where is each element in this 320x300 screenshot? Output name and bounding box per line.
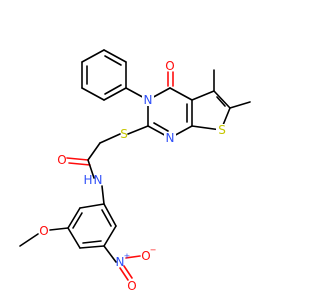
linker-chain [66, 125, 149, 179]
oxygen-label: O [57, 153, 66, 167]
sulfur-label: S [218, 123, 226, 137]
oxygen-label: O [39, 224, 48, 238]
nitrogen-label: N [144, 93, 153, 107]
sulfur-label: S [120, 127, 128, 141]
phenyl-ring [81, 49, 149, 101]
nitrogen-label: N [94, 173, 103, 187]
oxygen-label: O [165, 59, 174, 73]
positive-charge-label: + [124, 252, 131, 261]
molecule-canvas: O N S S N O N H O N + O − O [19, 49, 251, 293]
nitrogen-label: N [166, 131, 175, 145]
nitrogen-label: N [116, 255, 125, 269]
oxygen-label: O [127, 279, 136, 293]
pyrimidinone-ring [147, 71, 193, 139]
hydrogen-label: H [83, 173, 92, 187]
oxygen-label: O [141, 249, 150, 263]
thiophene-ring [191, 69, 251, 131]
negative-charge-label: − [150, 246, 157, 255]
structure-diagram: O N S S N O N H O N + O − O [19, 49, 251, 293]
anilide-ring [19, 185, 141, 281]
